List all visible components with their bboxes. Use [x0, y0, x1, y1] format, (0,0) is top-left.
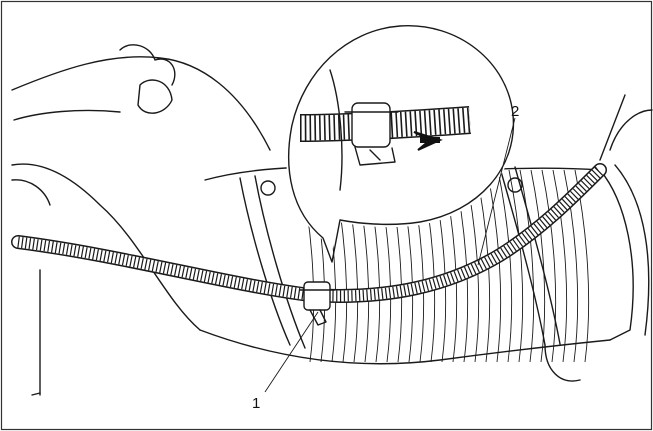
- cable-conduit: [11, 163, 607, 303]
- hose-rib: [519, 169, 535, 363]
- leader-line-1: [264, 311, 319, 393]
- detail-magnifier: [286, 23, 516, 263]
- hose-rib: [486, 169, 502, 363]
- callout-1: 1: [252, 395, 260, 412]
- hose-rib: [552, 169, 568, 363]
- air-duct-elbow: [11, 44, 271, 396]
- callout-2: 2: [511, 103, 519, 120]
- hose-rib: [530, 169, 546, 363]
- leader-line-2: [477, 117, 516, 266]
- hose-rib: [497, 169, 513, 363]
- hose-rib: [541, 169, 557, 363]
